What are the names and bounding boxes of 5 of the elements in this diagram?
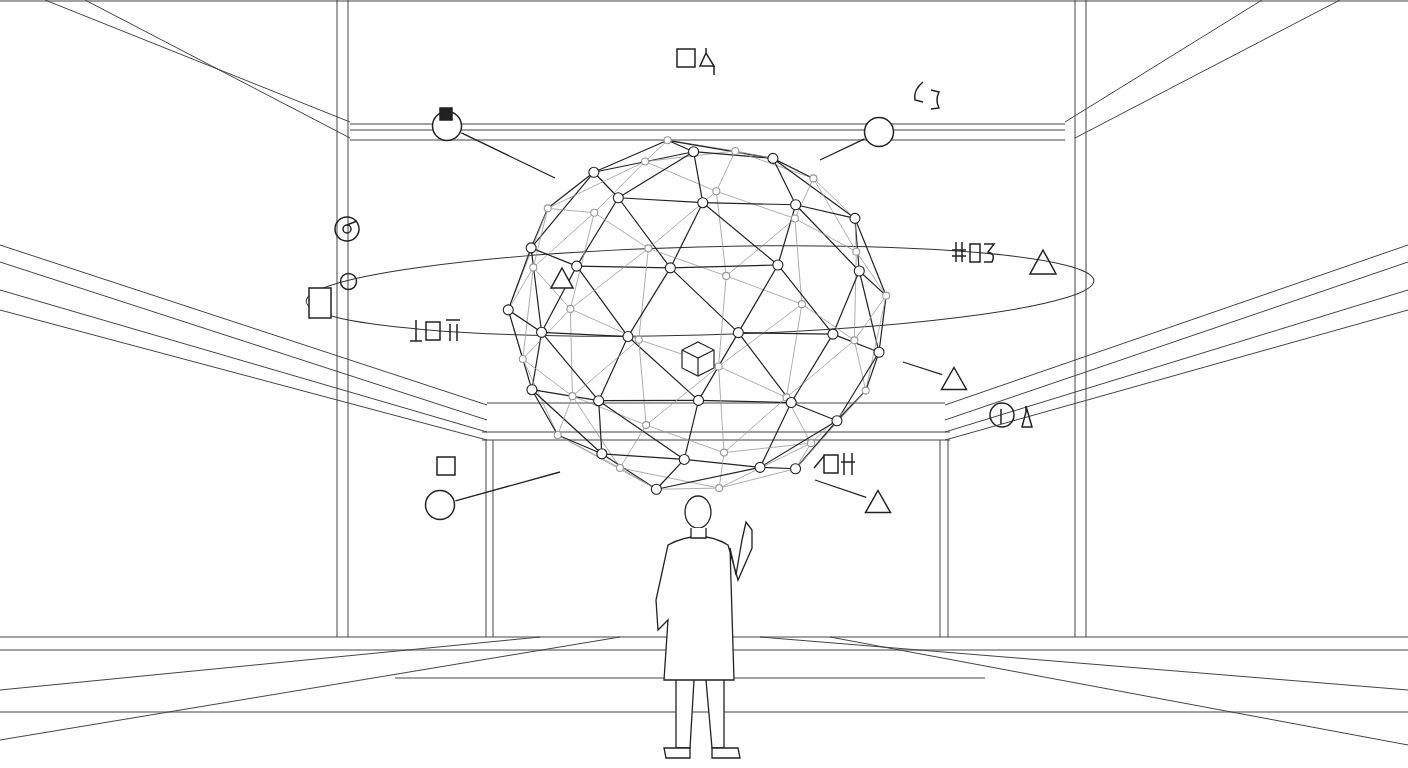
leader-line bbox=[902, 361, 943, 376]
leader-line bbox=[454, 471, 561, 502]
leader-line bbox=[819, 138, 866, 161]
leader-line bbox=[460, 132, 556, 179]
leader-line bbox=[814, 479, 867, 499]
